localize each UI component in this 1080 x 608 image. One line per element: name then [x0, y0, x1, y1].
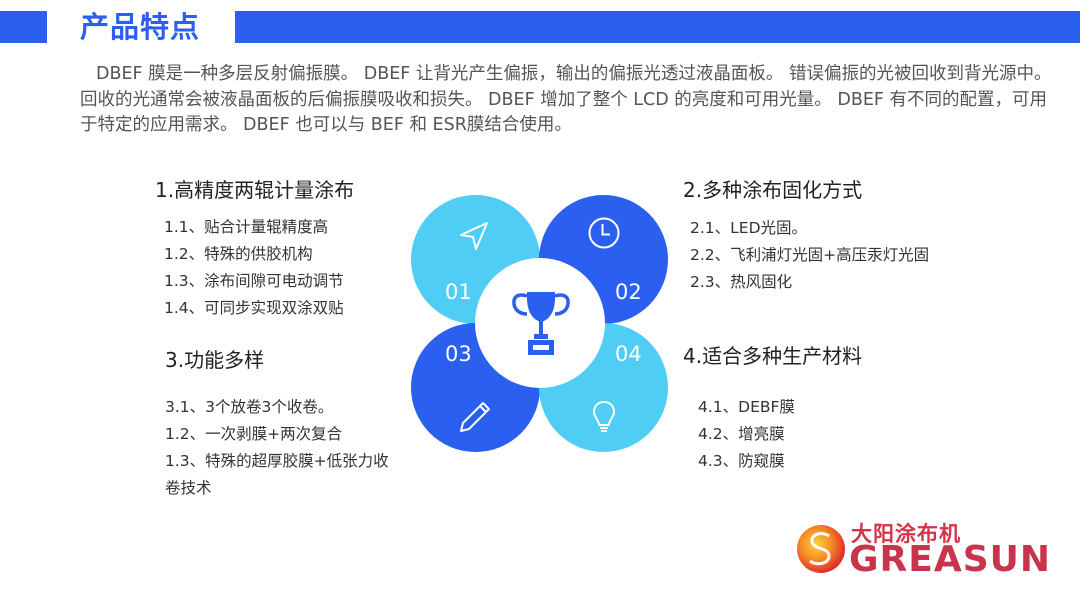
pencil-icon [460, 402, 490, 432]
lightbulb-icon [592, 400, 616, 432]
list-item: 1.3、涂布间隙可电动调节 [164, 272, 344, 290]
logo-english-name: GREASUN [849, 539, 1052, 580]
section-list: 2.1、LED光固。 2.2、飞利浦灯光固+高压汞灯光固 2.3、热风固化 [683, 215, 929, 296]
list-item: 2.1、LED光固。 [690, 219, 808, 237]
section-1: 1.高精度两辊计量涂布 1.1、贴合计量辊精度高 1.2、特殊的供胶机构 1.3… [155, 177, 354, 322]
list-item: 3.1、3个放卷3个收卷。 [165, 398, 334, 416]
list-item: 4.2、增亮膜 [698, 425, 785, 443]
section-title: 4.适合多种生产材料 [683, 344, 863, 368]
page-title: 产品特点 [80, 10, 201, 44]
list-item: 1.3、特殊的超厚胶膜+低张力收 [165, 452, 389, 470]
section-2: 2.多种涂布固化方式 2.1、LED光固。 2.2、飞利浦灯光固+高压汞灯光固 … [683, 177, 929, 296]
circle-number: 02 [615, 280, 642, 304]
section-list: 3.1、3个放卷3个收卷。 1.2、一次剥膜+两次复合 1.3、特殊的超厚胶膜+… [165, 394, 389, 502]
list-item: 1.2、一次剥膜+两次复合 [165, 425, 343, 443]
circle-number: 04 [615, 342, 642, 366]
section-list: 4.1、DEBF膜 4.2、增亮膜 4.3、防窥膜 [683, 394, 862, 475]
section-title: 3.功能多样 [165, 348, 265, 372]
list-item: 1.4、可同步实现双涂双贴 [164, 299, 344, 317]
clock-icon [588, 217, 620, 249]
section-3: 3.功能多样 3.1、3个放卷3个收卷。 1.2、一次剥膜+两次复合 1.3、特… [165, 347, 389, 502]
list-item: 1.2、特殊的供胶机构 [164, 245, 313, 263]
list-item: 4.3、防窥膜 [698, 452, 785, 470]
greasun-logo-icon [797, 525, 845, 573]
list-item: 1.1、贴合计量辊精度高 [164, 218, 329, 236]
header-accent-block [0, 11, 47, 43]
list-item: 卷技术 [165, 479, 212, 497]
list-item: 2.2、飞利浦灯光固+高压汞灯光固 [690, 246, 930, 264]
list-item: 4.1、DEBF膜 [698, 398, 795, 416]
circle-number: 01 [445, 280, 472, 304]
section-title: 2.多种涂布固化方式 [683, 178, 863, 202]
trophy-icon [512, 292, 570, 355]
header-accent-bar [235, 11, 1080, 43]
intro-paragraph: DBEF 膜是一种多层反射偏振膜。 DBEF 让背光产生偏振，输出的偏振光透过液… [80, 64, 1052, 135]
circle-number: 03 [445, 342, 472, 366]
section-4: 4.适合多种生产材料 4.1、DEBF膜 4.2、增亮膜 4.3、防窥膜 [683, 343, 862, 475]
navigation-arrow-icon [460, 222, 488, 250]
list-item: 2.3、热风固化 [690, 273, 793, 291]
logo-chinese-name: 大阳涂布机 [851, 522, 961, 546]
section-list: 1.1、贴合计量辊精度高 1.2、特殊的供胶机构 1.3、涂布间隙可电动调节 1… [155, 214, 354, 322]
section-title: 1.高精度两辊计量涂布 [155, 178, 355, 202]
